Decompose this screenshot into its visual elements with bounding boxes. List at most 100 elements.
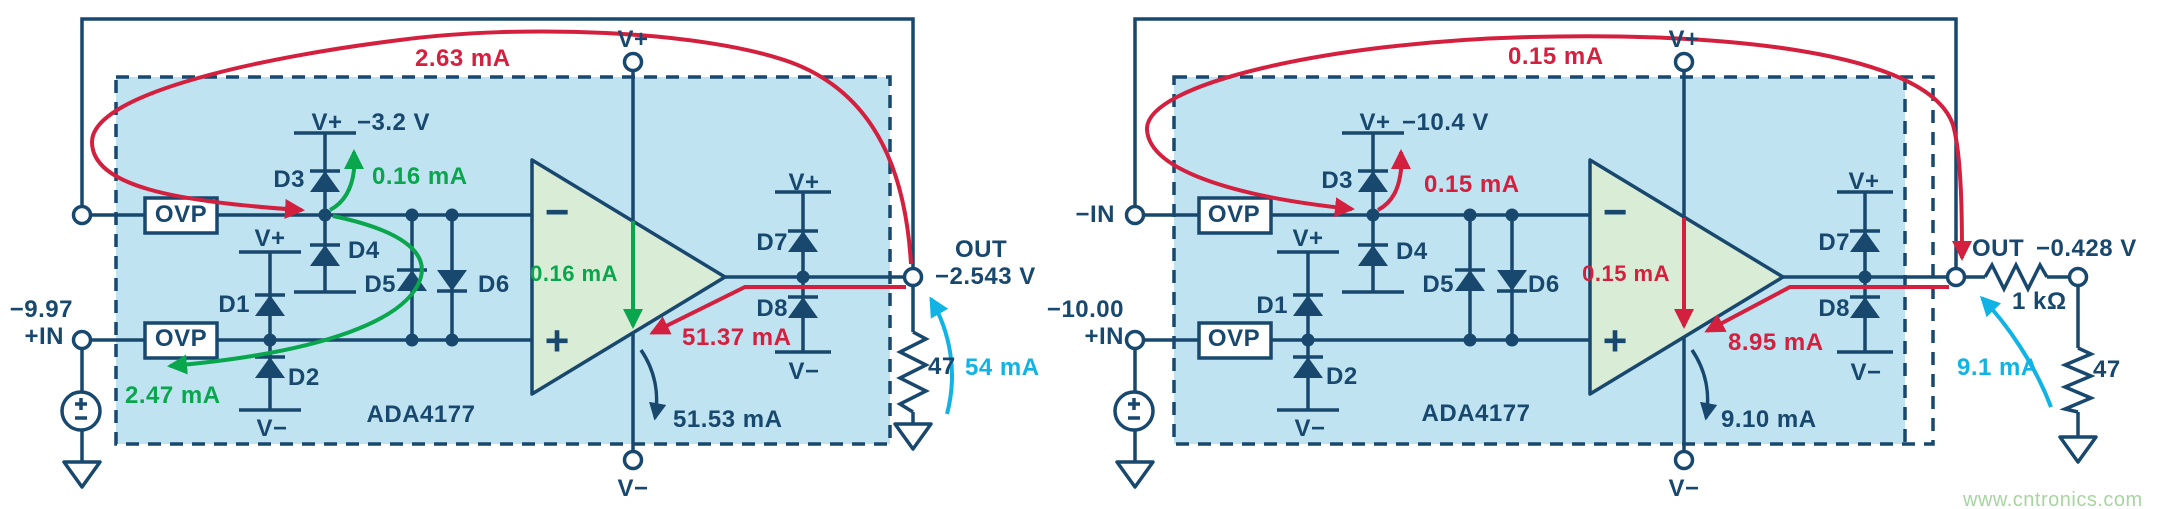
opamp-plus-symbol: + [545, 317, 570, 364]
inverting-input-terminal [1124, 204, 1146, 226]
chip-name-label: ADA4177 [367, 401, 476, 428]
vminus-terminal-label: V− [1668, 475, 1699, 502]
d1-rail-top-label: V+ [1292, 225, 1323, 252]
output-terminal [902, 266, 924, 288]
inverting-input-label: −IN [1075, 201, 1115, 228]
load-resistor-label: 47 [2093, 356, 2121, 383]
out-voltage-label: −2.543 V [935, 263, 1036, 290]
junction-dot [1858, 270, 1872, 284]
ic-boundary-dashed [114, 75, 892, 446]
junction-dot [445, 333, 459, 347]
series-resistor-label: 1 kΩ [2012, 288, 2067, 315]
junction-dot [263, 333, 277, 347]
opamp-triangle [530, 158, 727, 396]
d3-rail-label: V+ [311, 109, 342, 136]
d6-label: D6 [478, 271, 510, 298]
noninverting-input-terminal [71, 329, 93, 351]
source-ground-icon [62, 460, 102, 489]
load-resistor-symbol [896, 330, 930, 414]
ovp-box-bottom [1197, 321, 1273, 360]
load-ground-icon [893, 422, 933, 451]
d3-rail-label: V+ [1359, 109, 1390, 136]
load-resistor-symbol [2059, 346, 2096, 414]
d6-label: D6 [1528, 271, 1560, 298]
negative-supply-current-arrow [1690, 349, 1718, 421]
out-label: OUT [955, 236, 1007, 263]
input-voltage-label: −9.97 [10, 296, 73, 323]
load-resistor-label: 47 [928, 353, 956, 380]
d7-label: D7 [1818, 229, 1850, 256]
negative-supply-current-arrow [639, 349, 667, 421]
junction-dot [1301, 333, 1315, 347]
vminus-terminal [1673, 449, 1695, 471]
vminus-terminal [622, 449, 644, 471]
ic-boundary-dashed [1172, 75, 1935, 446]
internal-current-label: 0.16 mA [530, 261, 618, 286]
ovp-box-top [1197, 196, 1273, 235]
vminus-terminal-label: V− [617, 475, 648, 502]
clamp-current-label: 0.16 mA [372, 163, 468, 190]
input-voltage-label: −10.00 [1047, 296, 1124, 323]
chip-name-label: ADA4177 [1422, 400, 1531, 427]
out-label: OUT [1972, 235, 2024, 262]
ovp-box-bottom [143, 321, 219, 360]
junction-dot [405, 208, 419, 222]
d3-label: D3 [273, 166, 305, 193]
output-stage-current-arrow [649, 285, 906, 335]
output-stage-current-label: 8.95 mA [1728, 329, 1824, 356]
d1-rail-top-label: V+ [254, 225, 285, 252]
output-terminal [1945, 266, 1967, 288]
junction-dot [318, 208, 332, 222]
d1-rail-bottom-label: V− [1294, 415, 1325, 442]
d1-d2-stack [239, 250, 301, 412]
inverting-input-terminal [71, 204, 93, 226]
output-stage-current-label: 51.37 mA [682, 324, 791, 351]
junction-dot [1463, 333, 1477, 347]
watermark-text: www.cntronics.com [1962, 489, 2143, 509]
d1-label: D1 [1256, 292, 1288, 319]
noninverting-input-terminal [1124, 329, 1146, 351]
d5-label: D5 [364, 271, 396, 298]
clamp-voltage-label: −3.2 V [357, 109, 430, 136]
clamp-current-arrow [328, 149, 364, 212]
d2-label: D2 [288, 364, 320, 391]
junction-dot [1463, 208, 1477, 222]
clamp-voltage-label: −10.4 V [1402, 109, 1489, 136]
right-circuit: 0.15 mA V+ V− −IN V+ −10.4 V D3 0.15 mA … [1047, 17, 2137, 502]
vplus-terminal [1673, 51, 1695, 73]
vplus-terminal-label: V+ [1668, 26, 1699, 53]
d1-rail-bottom-label: V− [256, 415, 287, 442]
out-voltage-label: −0.428 V [2036, 235, 2137, 262]
negative-supply-current-label: 51.53 mA [673, 406, 782, 433]
d5-label: D5 [1422, 271, 1454, 298]
opamp-minus-symbol: − [1603, 188, 1628, 235]
ovp-bottom-label: OVP [1208, 325, 1260, 352]
junction-dot [796, 270, 810, 284]
input-pin-label: +IN [1084, 323, 1124, 350]
d7-label: D7 [756, 229, 788, 256]
d7-rail-bottom-label: V− [788, 358, 819, 385]
junction-dot [1366, 208, 1380, 222]
d8-label: D8 [1818, 295, 1850, 322]
ovp-bottom-label: OVP [155, 325, 207, 352]
d1-d2-stack [1277, 250, 1339, 412]
d2-label: D2 [1326, 363, 1358, 390]
junction-dot [405, 333, 419, 347]
ic-region-fill [116, 77, 890, 444]
feedback-wire [80, 17, 915, 269]
d3-label: D3 [1321, 167, 1353, 194]
voltage-source-icon [60, 390, 102, 432]
junction-dot [445, 208, 459, 222]
feedback-current-arrow [89, 29, 913, 265]
d8-label: D8 [756, 295, 788, 322]
ovp-top-label: OVP [155, 201, 207, 228]
input-return-current-label: 2.47 mA [125, 382, 221, 409]
ic-region-fill [1174, 77, 1905, 444]
load-current-arrow [929, 296, 954, 415]
source-ground-icon [1115, 460, 1155, 489]
load-current-label: 9.1 mA [1957, 354, 2039, 381]
load-current-label: 54 mA [965, 354, 1040, 381]
vplus-terminal-label: V+ [617, 26, 648, 53]
